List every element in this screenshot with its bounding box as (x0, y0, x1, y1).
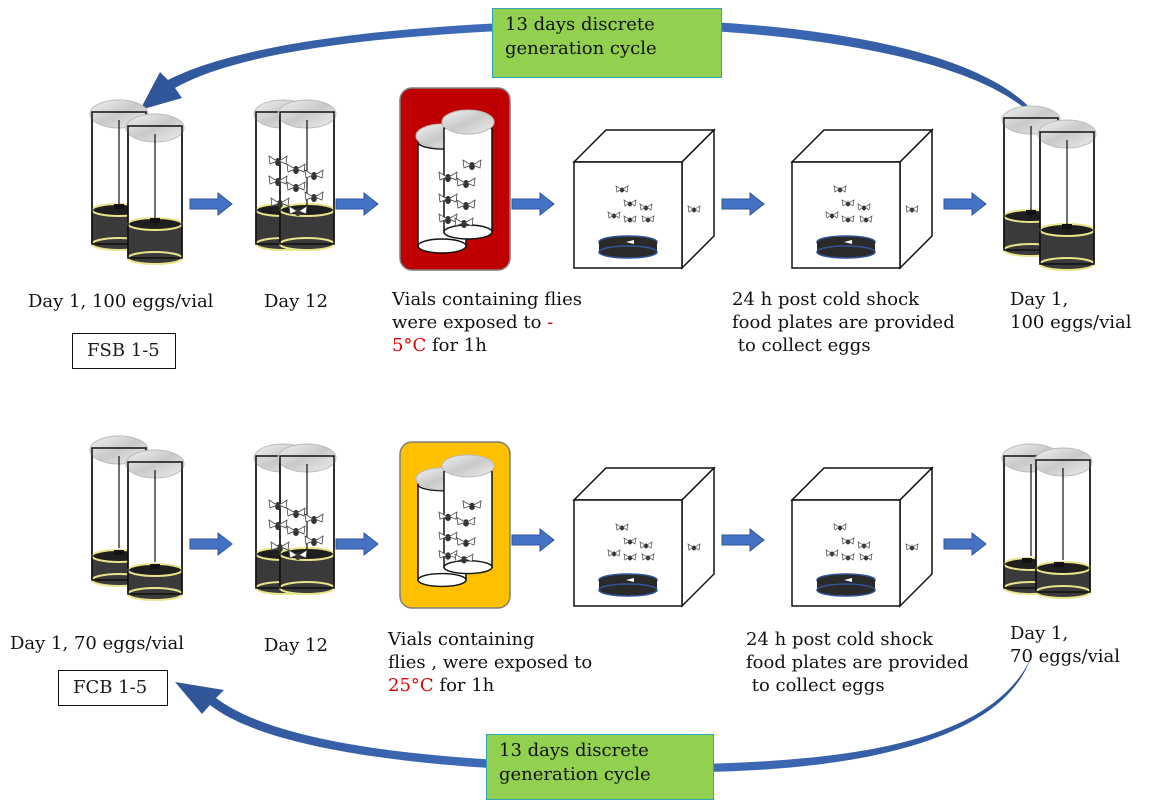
bottom-end-vials-icon (1001, 443, 1093, 599)
bottom-post-text: 24 h post cold shock food plates are pro… (746, 628, 969, 697)
bottom-exposure-duration: for 1h (433, 675, 495, 696)
top-cage-2-icon (792, 130, 932, 268)
top-arrow-5-icon (943, 192, 987, 216)
bottom-day12-label: Day 12 (264, 635, 328, 656)
top-arrow-4-icon (721, 192, 765, 216)
bottom-arrow-1-icon (189, 532, 233, 556)
bottom-exposure-line3: 25°C for 1h (388, 674, 592, 697)
top-end-line2: 100 eggs/vial (1010, 312, 1132, 333)
bottom-end-text: Day 1, 70 eggs/vial (1010, 622, 1120, 668)
top-post-line1: 24 h post cold shock (732, 289, 920, 310)
top-exposure-temp: 5°C (392, 335, 427, 356)
top-cycle-line2: generation cycle (505, 38, 657, 59)
top-exposure-line3: 5°C for 1h (392, 334, 582, 357)
top-end-line1: Day 1, (1010, 289, 1069, 310)
top-end-vials-icon (1002, 106, 1096, 270)
top-day12-vials-icon (254, 100, 336, 250)
top-arrow-3-icon (511, 192, 555, 216)
top-cycle-line1: 13 days discrete (505, 14, 655, 35)
bottom-end-line1: Day 1, (1010, 623, 1069, 644)
top-exposure-minus: - (547, 312, 554, 333)
bottom-day1-label: Day 1, 70 eggs/vial (10, 633, 184, 654)
top-day12-label: Day 12 (264, 291, 328, 312)
top-cycle-label: 13 days discrete generation cycle (492, 8, 722, 78)
fcb-label: FCB 1-5 (58, 670, 168, 706)
top-day1-label: Day 1, 100 eggs/vial (28, 291, 214, 312)
bottom-arrow-4-icon (721, 528, 765, 552)
top-arrow-1-icon (189, 192, 233, 216)
top-post-text: 24 h post cold shock food plates are pro… (732, 288, 955, 357)
bottom-end-line2: 70 eggs/vial (1010, 646, 1121, 667)
bottom-exposure-text: Vials containing flies , were exposed to… (388, 628, 592, 697)
bottom-arrow-5-icon (943, 532, 987, 556)
top-arrow-2-icon (335, 192, 379, 216)
bottom-day1-vials-icon (89, 435, 185, 601)
bottom-exposure-line2: flies , were exposed to (388, 652, 593, 673)
bottom-exposure-temp: 25°C (388, 675, 434, 696)
bottom-cage-2-icon (792, 468, 932, 606)
bottom-arrow-3-icon (511, 528, 555, 552)
bottom-cage-1-icon (574, 468, 714, 606)
top-day1-vials-icon (90, 100, 184, 264)
top-exposure-line1: Vials containing flies (392, 289, 582, 310)
bottom-cycle-label: 13 days discrete generation cycle (486, 734, 714, 800)
top-post-line3: to collect eggs (732, 335, 871, 356)
top-exposure-line2-text: were exposed to (392, 312, 548, 333)
fsb-label: FSB 1-5 (72, 333, 176, 369)
bottom-cycle-line2: generation cycle (499, 764, 651, 785)
bottom-post-line1: 24 h post cold shock (746, 629, 934, 650)
bottom-post-line3: to collect eggs (746, 675, 885, 696)
bottom-day12-vials-icon (254, 444, 336, 594)
top-exposure-duration: for 1h (426, 335, 487, 356)
bottom-exposure-line1: Vials containing (388, 629, 535, 650)
top-cage-1-icon (574, 130, 714, 268)
top-exposure-text: Vials containing flies were exposed to -… (392, 288, 582, 357)
bottom-cycle-line1: 13 days discrete (499, 740, 649, 761)
top-post-line2: food plates are provided (732, 312, 955, 333)
bottom-post-line2: food plates are provided (746, 652, 969, 673)
top-end-text: Day 1, 100 eggs/vial (1010, 288, 1132, 334)
bottom-arrow-2-icon (335, 532, 379, 556)
top-exposure-line2: were exposed to - (392, 311, 582, 334)
